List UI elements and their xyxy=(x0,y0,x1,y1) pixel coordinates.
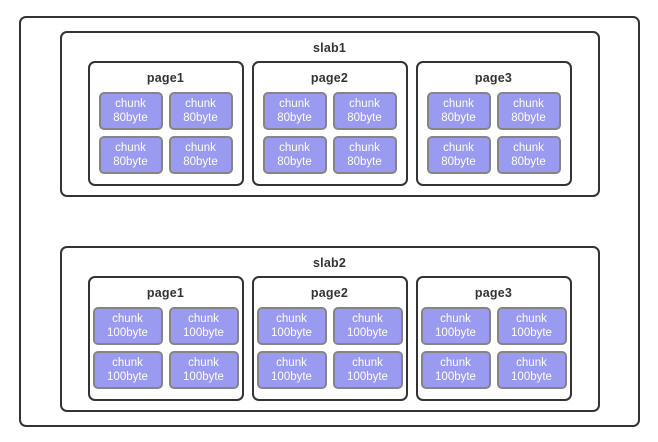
chunk-block: chunk 100byte xyxy=(92,307,163,345)
chunk-block: chunk 80byte xyxy=(262,92,327,130)
chunk-size: 100byte xyxy=(435,371,476,383)
chunk-block: chunk 80byte xyxy=(168,92,233,130)
chunk-size: 80byte xyxy=(277,112,312,124)
chunk-block: chunk 100byte xyxy=(496,351,567,389)
chunk-grid: chunk 100byte chunk 100byte chunk 100byt… xyxy=(92,307,239,389)
page-title: page3 xyxy=(474,71,513,85)
chunk-label: chunk xyxy=(349,142,380,154)
page-box-2: page2 chunk 80byte chunk 80byte chunk 80… xyxy=(251,61,408,186)
chunk-grid: chunk 80byte chunk 80byte chunk 80byte c… xyxy=(426,92,561,174)
chunk-label: chunk xyxy=(188,357,219,369)
chunk-block: chunk 100byte xyxy=(256,351,327,389)
page-title: page1 xyxy=(146,286,185,300)
chunk-block: chunk 80byte xyxy=(496,136,561,174)
chunk-grid: chunk 100byte chunk 100byte chunk 100byt… xyxy=(256,307,403,389)
chunk-label: chunk xyxy=(352,357,383,369)
chunk-size: 80byte xyxy=(277,156,312,168)
chunk-label: chunk xyxy=(516,357,547,369)
chunk-grid: chunk 100byte chunk 100byte chunk 100byt… xyxy=(420,307,567,389)
chunk-label: chunk xyxy=(115,98,146,110)
chunk-label: chunk xyxy=(185,98,216,110)
chunk-size: 80byte xyxy=(347,112,382,124)
chunk-size: 80byte xyxy=(183,112,218,124)
chunk-block: chunk 80byte xyxy=(98,136,163,174)
chunk-grid: chunk 80byte chunk 80byte chunk 80byte c… xyxy=(262,92,397,174)
chunk-label: chunk xyxy=(440,313,471,325)
chunk-label: chunk xyxy=(513,98,544,110)
page-box-3: page3 chunk 80byte chunk 80byte chunk 80… xyxy=(415,61,572,186)
chunk-size: 100byte xyxy=(435,327,476,339)
chunk-size: 80byte xyxy=(511,112,546,124)
chunk-label: chunk xyxy=(112,357,143,369)
page-box-1: page1 chunk 100byte chunk 100byte chunk … xyxy=(87,276,244,401)
chunk-label: chunk xyxy=(513,142,544,154)
page-box-1: page1 chunk 80byte chunk 80byte chunk 80… xyxy=(87,61,244,186)
chunk-block: chunk 100byte xyxy=(92,351,163,389)
chunk-size: 100byte xyxy=(511,327,552,339)
chunk-label: chunk xyxy=(276,313,307,325)
chunk-block: chunk 80byte xyxy=(262,136,327,174)
memory-frame: slab1 page1 chunk 80byte chunk 80byte ch… xyxy=(19,16,640,427)
chunk-size: 80byte xyxy=(441,156,476,168)
chunk-label: chunk xyxy=(349,98,380,110)
chunk-label: chunk xyxy=(115,142,146,154)
chunk-size: 80byte xyxy=(441,112,476,124)
chunk-label: chunk xyxy=(188,313,219,325)
chunk-size: 80byte xyxy=(183,156,218,168)
chunk-block: chunk 80byte xyxy=(168,136,233,174)
page-title: page1 xyxy=(146,71,185,85)
chunk-block: chunk 100byte xyxy=(420,307,491,345)
chunk-size: 100byte xyxy=(183,371,224,383)
chunk-block: chunk 80byte xyxy=(426,136,491,174)
chunk-label: chunk xyxy=(352,313,383,325)
page-title: page2 xyxy=(310,286,349,300)
chunk-label: chunk xyxy=(112,313,143,325)
chunk-label: chunk xyxy=(185,142,216,154)
chunk-block: chunk 100byte xyxy=(496,307,567,345)
chunk-label: chunk xyxy=(279,98,310,110)
chunk-size: 100byte xyxy=(107,371,148,383)
chunk-size: 100byte xyxy=(271,327,312,339)
chunk-block: chunk 80byte xyxy=(332,136,397,174)
chunk-block: chunk 100byte xyxy=(332,351,403,389)
page-box-2: page2 chunk 100byte chunk 100byte chunk … xyxy=(251,276,408,401)
chunk-size: 80byte xyxy=(347,156,382,168)
chunk-label: chunk xyxy=(440,357,471,369)
chunk-size: 100byte xyxy=(271,371,312,383)
chunk-block: chunk 80byte xyxy=(332,92,397,130)
chunk-block: chunk 100byte xyxy=(332,307,403,345)
chunk-label: chunk xyxy=(276,357,307,369)
chunk-label: chunk xyxy=(279,142,310,154)
chunk-size: 100byte xyxy=(183,327,224,339)
chunk-label: chunk xyxy=(443,142,474,154)
page-row: page1 chunk 100byte chunk 100byte chunk … xyxy=(87,276,572,401)
chunk-label: chunk xyxy=(516,313,547,325)
chunk-size: 100byte xyxy=(347,327,388,339)
page-row: page1 chunk 80byte chunk 80byte chunk 80… xyxy=(87,61,572,186)
chunk-size: 100byte xyxy=(511,371,552,383)
chunk-block: chunk 80byte xyxy=(496,92,561,130)
chunk-size: 80byte xyxy=(511,156,546,168)
chunk-block: chunk 100byte xyxy=(420,351,491,389)
chunk-block: chunk 100byte xyxy=(256,307,327,345)
page-title: page2 xyxy=(310,71,349,85)
page-title: page3 xyxy=(474,286,513,300)
chunk-size: 80byte xyxy=(113,112,148,124)
chunk-block: chunk 80byte xyxy=(98,92,163,130)
chunk-size: 100byte xyxy=(107,327,148,339)
slab-container-1: slab1 page1 chunk 80byte chunk 80byte ch… xyxy=(59,31,600,197)
chunk-block: chunk 100byte xyxy=(168,307,239,345)
slab-title: slab1 xyxy=(313,41,346,55)
chunk-size: 100byte xyxy=(347,371,388,383)
slab-container-2: slab2 page1 chunk 100byte chunk 100byte … xyxy=(59,246,600,412)
chunk-label: chunk xyxy=(443,98,474,110)
chunk-block: chunk 80byte xyxy=(426,92,491,130)
chunk-grid: chunk 80byte chunk 80byte chunk 80byte c… xyxy=(98,92,233,174)
slab-title: slab2 xyxy=(313,256,346,270)
chunk-size: 80byte xyxy=(113,156,148,168)
chunk-block: chunk 100byte xyxy=(168,351,239,389)
page-box-3: page3 chunk 100byte chunk 100byte chunk … xyxy=(415,276,572,401)
